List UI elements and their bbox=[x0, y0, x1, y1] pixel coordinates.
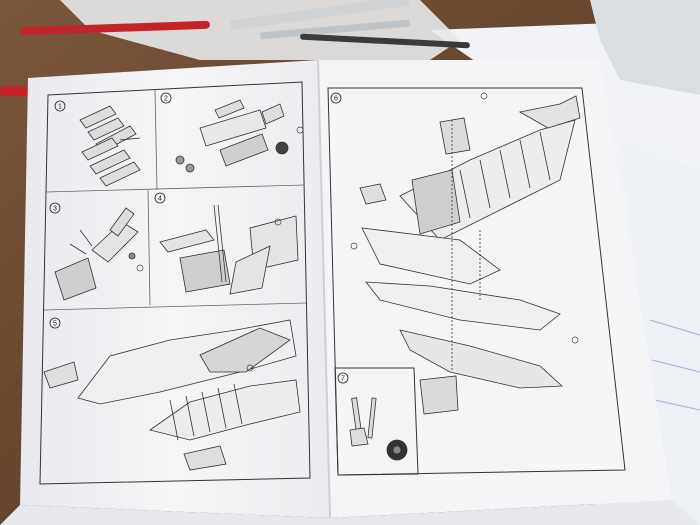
step-2-drawing bbox=[175, 99, 289, 173]
step-1-drawing bbox=[79, 105, 141, 187]
step-number: 4 bbox=[158, 196, 162, 203]
circled-number-icon bbox=[160, 92, 172, 104]
blue-rule-line bbox=[649, 319, 700, 336]
blue-rule-line bbox=[651, 359, 700, 373]
step-marker-1: 1 bbox=[54, 100, 66, 112]
plastic-bag-corner bbox=[590, 0, 700, 95]
step-number: 3 bbox=[53, 206, 57, 213]
page-bottom-shadow bbox=[0, 500, 700, 525]
circled-number-icon bbox=[330, 92, 342, 104]
red-pen-tip bbox=[0, 86, 30, 96]
circled-number-icon bbox=[49, 317, 61, 329]
step-marker-5: 5 bbox=[49, 317, 61, 329]
step-7-drawing bbox=[349, 397, 408, 461]
step-marker-2: 2 bbox=[160, 92, 172, 104]
right-page-frame bbox=[327, 87, 626, 476]
step-number: 1 bbox=[58, 104, 62, 111]
step-6-drawing bbox=[359, 95, 581, 415]
step-divider bbox=[154, 89, 158, 191]
step-number: 6 bbox=[334, 96, 338, 103]
booklet-spine bbox=[317, 59, 331, 519]
step-number: 7 bbox=[341, 376, 345, 383]
step-4-drawing bbox=[159, 204, 299, 295]
plastic-sprue bbox=[230, 0, 410, 31]
step-number: 5 bbox=[53, 321, 57, 328]
step-number: 2 bbox=[164, 96, 168, 103]
step-marker-3: 3 bbox=[49, 202, 61, 214]
step-marker-6: 6 bbox=[330, 92, 342, 104]
step-5-drawing bbox=[43, 319, 301, 471]
step-marker-4: 4 bbox=[154, 192, 166, 204]
part-callout-icon bbox=[136, 92, 579, 372]
step-3-drawing bbox=[54, 207, 139, 301]
sub-step-box bbox=[334, 367, 419, 476]
red-pen bbox=[20, 20, 210, 36]
circled-number-icon bbox=[154, 192, 166, 204]
booklet-right-page bbox=[318, 60, 672, 518]
circled-number-icon bbox=[54, 100, 66, 112]
dark-pen bbox=[300, 33, 470, 49]
step-divider bbox=[43, 302, 307, 311]
blue-rule-line bbox=[654, 399, 700, 411]
step-marker-7: 7 bbox=[337, 372, 349, 384]
step-divider bbox=[45, 184, 305, 193]
plastic-bag bbox=[60, 0, 460, 60]
circled-number-icon bbox=[49, 202, 61, 214]
step-divider bbox=[147, 189, 151, 306]
circled-number-icon bbox=[337, 372, 349, 384]
left-page-frame bbox=[39, 81, 311, 485]
plastic-sprue bbox=[259, 19, 410, 40]
